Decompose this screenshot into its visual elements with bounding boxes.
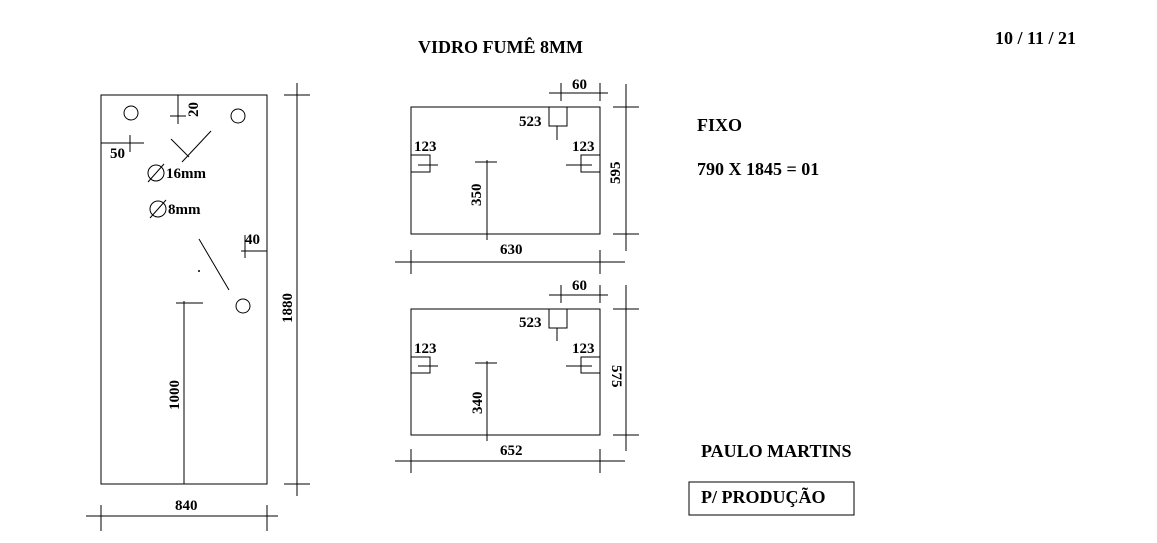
panel-left: 20 50 16mm 8mm 40 1000 1880 [86,83,310,531]
label-right-notch-bottom: 123 [572,341,595,357]
panel-top: 523 60 123 123 350 595 630 [395,77,639,274]
notch-left-bottom-panel [411,356,431,374]
label-notch-offset-bottom: 523 [519,315,542,331]
label-total-height: 1880 [280,293,296,323]
notch-top-bottom-panel [548,309,568,329]
hole-top-right [230,108,246,124]
stamp-text: P/ PRODUÇÃO [701,486,826,507]
label-height-1000: 1000 [167,380,183,410]
diagonal-mark-2 [181,130,212,163]
label-width-bottom: 652 [500,443,523,459]
diameter-8-icon [149,200,167,218]
label-side-offset: 50 [110,146,125,162]
hole-top-left [123,105,139,121]
notch-left [411,154,431,173]
label-right-offset: 40 [245,232,260,248]
hole-lower [235,298,251,314]
label-notch-offset: 523 [519,114,542,130]
fixed-label: FIXO [697,115,742,135]
label-height-bottom: 575 [608,365,624,388]
panel-bottom-outline [410,308,601,436]
diagonal-mark-1 [170,138,190,158]
author-name: PAULO MARTINS [701,441,852,461]
notch-top [548,107,568,127]
label-width-top: 630 [500,242,523,258]
label-diameter-16: 16mm [166,166,206,182]
label-top-offset: 20 [186,102,202,117]
label-inner-height: 350 [469,184,485,207]
drawing-date: 10 / 11 / 21 [995,28,1076,48]
label-height: 595 [608,162,624,185]
stamp-box [688,481,855,516]
label-left-notch-bottom: 123 [414,341,437,357]
label-inner-height-bottom: 340 [470,392,486,415]
label-width: 840 [175,498,198,514]
diagonal-mark-3 [198,238,230,291]
panel-top-outline [410,106,601,235]
notch-right [580,154,600,173]
notch-right-bottom-panel [580,356,600,374]
label-right-notch: 123 [572,139,595,155]
label-left-notch: 123 [414,139,437,155]
label-diameter-8: 8mm [168,202,201,218]
label-notch-width-bottom: 60 [572,278,587,294]
diameter-16-icon [147,164,165,182]
drawing-title: VIDRO FUMÊ 8MM [418,36,583,57]
label-notch-width: 60 [572,77,587,93]
fixed-spec: 790 X 1845 = 01 [697,159,819,179]
panel-bottom: 523 60 123 123 340 575 652 [395,278,639,473]
